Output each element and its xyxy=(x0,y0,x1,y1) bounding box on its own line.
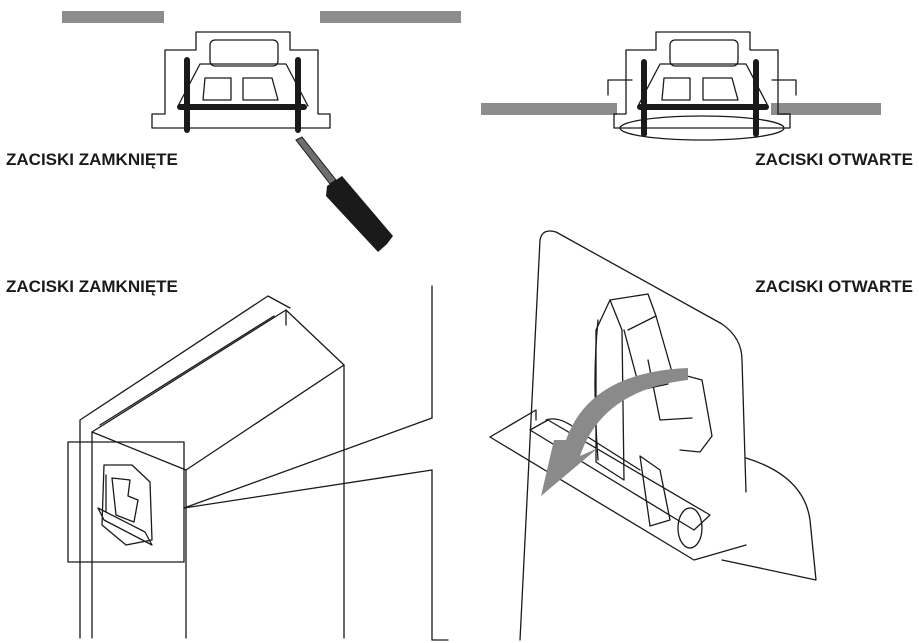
ceiling-panel-left xyxy=(62,11,164,23)
label-clamps-open-top: ZACISKI OTWARTE xyxy=(755,150,913,169)
speaker-housing xyxy=(151,31,331,133)
ceiling-panel-right xyxy=(771,103,881,115)
label-clamps-closed-top: ZACISKI ZAMKNIĘTE xyxy=(6,150,178,169)
zoom-connector xyxy=(183,285,449,641)
speaker-clamps-closed xyxy=(62,11,461,252)
ceiling-panel-left xyxy=(481,103,617,115)
screwdriver-icon xyxy=(295,136,393,252)
label-clamps-open-bottom: ZACISKI OTWARTE xyxy=(755,277,913,296)
speaker-clamps-open xyxy=(481,31,881,141)
clamp-detail-open xyxy=(489,230,817,641)
rotation-arrow-icon xyxy=(541,368,688,496)
clamp-detail-closed xyxy=(67,441,185,563)
speaker-housing xyxy=(607,31,797,141)
label-clamps-closed-bottom: ZACISKI ZAMKNIĘTE xyxy=(6,277,178,296)
ceiling-panel-right xyxy=(320,11,461,23)
enclosure-perspective xyxy=(67,295,345,639)
